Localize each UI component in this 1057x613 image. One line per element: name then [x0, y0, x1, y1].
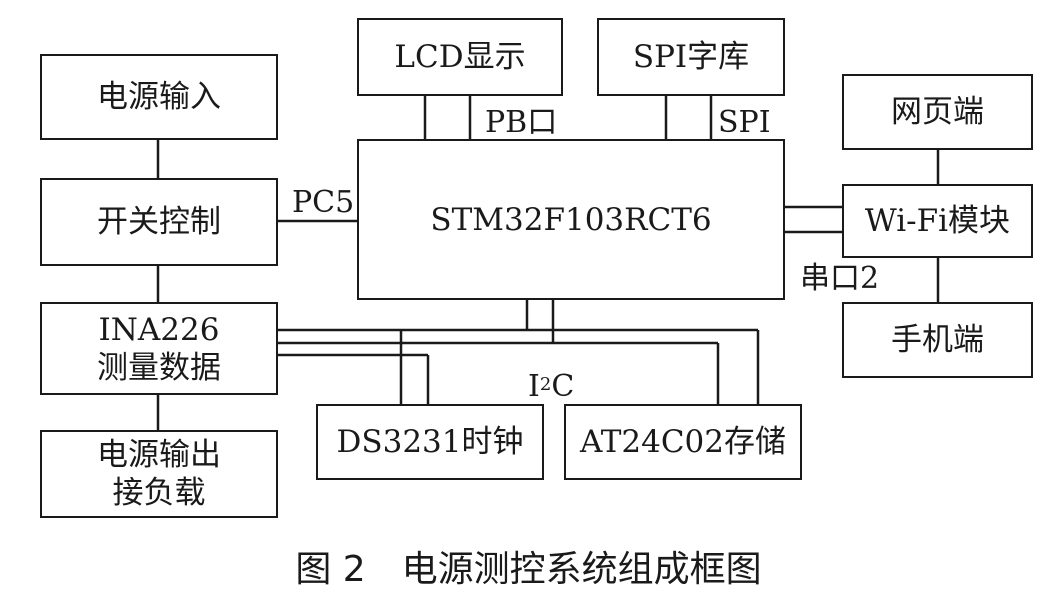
ina226-label-line1: INA226	[98, 311, 220, 348]
web-client-block: 网页端	[842, 74, 1033, 150]
power-output-label-line1: 电源输出	[97, 437, 221, 473]
ina226-label-line2: 测量数据	[97, 349, 221, 386]
wifi-module-block: Wi-Fi模块	[842, 184, 1033, 258]
phone-client-label: 手机端	[891, 322, 984, 358]
web-client-label: 网页端	[891, 94, 984, 130]
mcu-block: STM32F103RCT6	[357, 139, 785, 300]
power-input-label: 电源输入	[97, 79, 221, 115]
i2c-label-superscript: 2	[539, 374, 552, 395]
switch-control-block: 开关控制	[40, 178, 278, 266]
rtc-label: DS3231时钟	[336, 424, 524, 460]
i2c-label: I2C	[528, 370, 574, 404]
rtc-block: DS3231时钟	[316, 404, 544, 480]
spi-label: SPI	[718, 105, 771, 140]
power-input-block: 电源输入	[40, 54, 278, 140]
wifi-module-label: Wi-Fi模块	[864, 203, 1011, 239]
lcd-display-block: LCD显示	[357, 18, 563, 96]
eeprom-block: AT24C02存储	[564, 404, 802, 480]
power-output-label-line2: 接负载	[112, 475, 206, 511]
spi-font-label: SPI字库	[632, 39, 750, 75]
phone-client-block: 手机端	[842, 302, 1033, 378]
i2c-label-c: C	[551, 369, 575, 404]
ina226-block: INA226 测量数据	[40, 302, 278, 395]
power-output-block: 电源输出 接负载	[40, 430, 278, 518]
uart2-label: 串口2	[800, 261, 880, 296]
eeprom-label: AT24C02存储	[580, 424, 786, 460]
lcd-display-label: LCD显示	[394, 39, 526, 75]
spi-font-block: SPI字库	[597, 18, 785, 96]
figure-caption: 图 2 电源测控系统组成框图	[295, 549, 762, 590]
i2c-label-i: I	[528, 369, 540, 404]
switch-control-label: 开关控制	[97, 204, 221, 240]
pc5-label: PC5	[292, 185, 355, 220]
mcu-label: STM32F103RCT6	[430, 201, 712, 238]
pb-port-label: PB口	[485, 105, 558, 140]
